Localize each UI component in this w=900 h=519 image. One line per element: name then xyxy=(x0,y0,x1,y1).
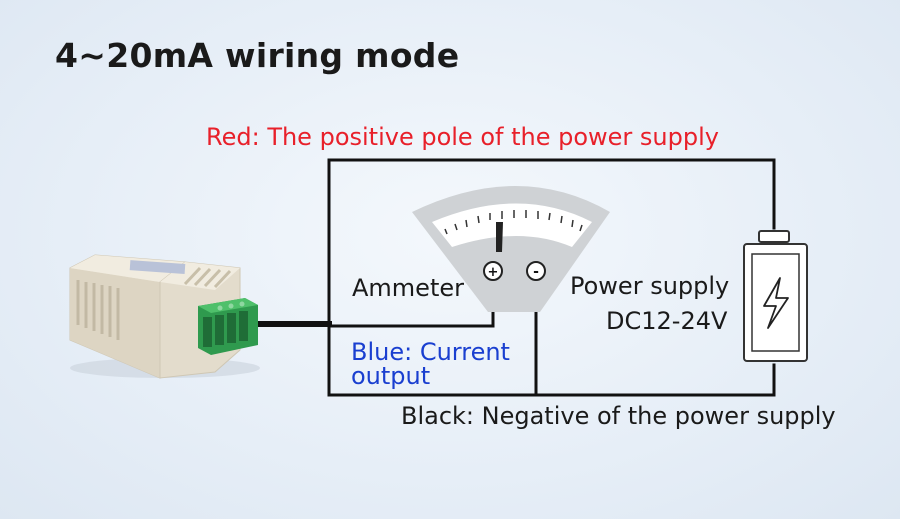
red-wire xyxy=(327,158,776,327)
ammeter-negative-sign: - xyxy=(533,264,539,280)
transmitter-device-icon xyxy=(69,254,260,379)
terminal-block xyxy=(198,298,258,355)
lightning-bolt-icon xyxy=(763,277,789,329)
ammeter-icon: + - xyxy=(412,186,610,312)
battery-icon xyxy=(743,230,808,362)
page-title: 4~20mA wiring mode xyxy=(55,36,460,75)
blue-wire-label-line2: output xyxy=(351,362,431,390)
ammeter-label: Ammeter xyxy=(352,274,464,302)
power-supply-voltage-label: DC12-24V xyxy=(606,307,728,335)
power-supply-label: Power supply xyxy=(570,272,730,300)
ammeter-negative-terminal xyxy=(526,261,546,281)
red-wire-label: Red: The positive pole of the power supp… xyxy=(206,123,719,151)
blue-wire-label: Blue: Current xyxy=(351,338,510,366)
black-wire-label: Black: Negative of the power supply xyxy=(401,402,836,430)
ammeter-positive-sign: + xyxy=(488,265,499,280)
ammeter-positive-terminal xyxy=(483,261,503,281)
black-wire xyxy=(327,323,776,397)
